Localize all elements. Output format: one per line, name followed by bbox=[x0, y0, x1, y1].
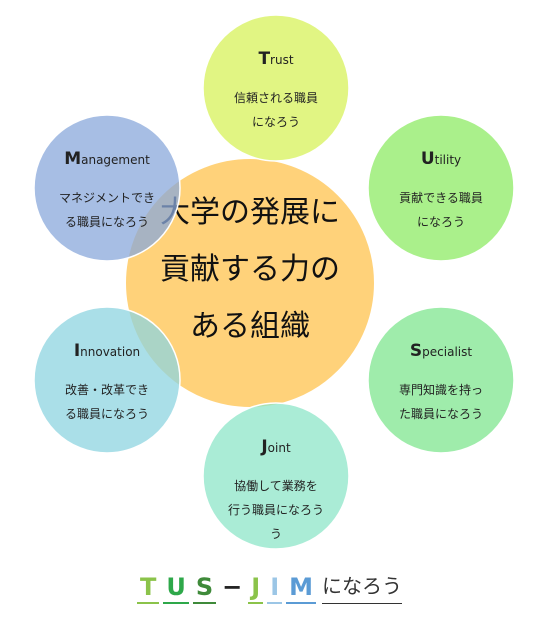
node-specialist-title: Specialist bbox=[410, 341, 472, 361]
footer-dash: − bbox=[222, 573, 243, 601]
node-management-line-2: る職員になろう bbox=[65, 215, 149, 229]
node-innovation-line-2: る職員になろう bbox=[65, 407, 149, 421]
node-joint-line-1: 協働して業務を bbox=[234, 478, 318, 493]
node-specialist-circle bbox=[367, 306, 515, 454]
node-joint-line-3: う bbox=[270, 527, 282, 541]
node-management-title: Management bbox=[64, 149, 150, 169]
node-trust-title: Trust bbox=[258, 49, 293, 69]
value-nodes: Trust信頼される職員になろうUtility貢献できる職員になろうSpecia… bbox=[33, 14, 515, 550]
node-utility-line-2: になろう bbox=[417, 215, 465, 229]
footer-letter-b-3: M bbox=[286, 573, 317, 604]
footer-letter-a-2: U bbox=[163, 573, 189, 604]
node-specialist-line-1: 専門知識を持っ bbox=[399, 382, 483, 397]
footer-letter-a-3: S bbox=[192, 573, 217, 604]
node-joint-circle bbox=[202, 402, 350, 550]
node-utility-title: Utility bbox=[421, 149, 461, 169]
center-line-2: 貢献する力の bbox=[160, 252, 340, 287]
footer-letter-a-1: T bbox=[137, 573, 160, 604]
node-trust-line-2: になろう bbox=[252, 115, 300, 129]
footer-tail-text: になろう bbox=[322, 572, 403, 604]
node-joint-line-2: 行う職員になろう bbox=[228, 503, 324, 517]
node-innovation-title: Innovation bbox=[74, 341, 140, 361]
footer-letter-b-1: J bbox=[248, 573, 264, 604]
footer-letter-b-2: I bbox=[267, 573, 283, 604]
node-utility-line-1: 貢献できる職員 bbox=[399, 190, 483, 205]
node-utility-circle bbox=[367, 114, 515, 262]
node-joint-title: Joint bbox=[260, 437, 291, 457]
node-innovation-circle bbox=[33, 306, 181, 454]
node-specialist-line-2: た職員になろう bbox=[399, 407, 483, 421]
node-management-circle bbox=[33, 114, 181, 262]
node-management-line-1: マネジメントでき bbox=[59, 191, 155, 205]
node-innovation-line-1: 改善・改革でき bbox=[65, 382, 149, 397]
node-trust-line-1: 信頼される職員 bbox=[234, 91, 318, 105]
center-line-1: 大学の発展に bbox=[160, 195, 340, 230]
center-line-3: ある組織 bbox=[190, 309, 310, 344]
node-trust-circle bbox=[202, 14, 350, 162]
